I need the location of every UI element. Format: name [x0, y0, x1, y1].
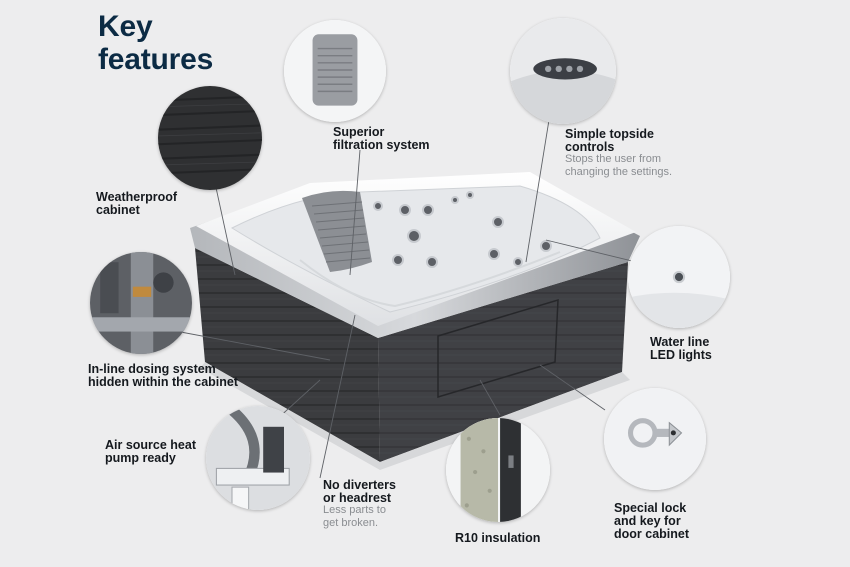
cabinet-texture-photo-icon — [158, 86, 262, 190]
feature-label-insulation: R10 insulation — [455, 531, 541, 545]
dosing-system-photo-icon — [90, 252, 192, 354]
lock-key-photo-icon — [604, 388, 706, 490]
feature-label-diverters: No diverters or headrest — [323, 478, 396, 505]
page-title-line-2: features — [98, 43, 214, 76]
feature-label-cabinet: Weatherproof cabinet — [96, 190, 178, 217]
feature-label-lock: Special lock and key for door cabinet — [614, 501, 690, 541]
insulation-photo-icon — [446, 418, 550, 522]
cabinet-access-door — [437, 298, 559, 399]
led-light-photo-icon — [628, 226, 730, 328]
heat-pump-photo-icon — [206, 406, 310, 510]
cabinet-left-side — [195, 248, 380, 462]
feature-desc-controls: Stops the user from changing the setting… — [565, 153, 673, 178]
feature-desc-diverters: Less parts to get broken. — [323, 504, 386, 529]
feature-label-lights: Water line LED lights — [650, 335, 712, 362]
cabinet-front-side — [378, 262, 628, 462]
page-title: Key features — [98, 10, 298, 76]
filter-photo-icon — [284, 20, 386, 122]
feature-label-dosing: In-line dosing system hidden within the … — [88, 362, 238, 389]
page-title-line-1: Key — [98, 10, 153, 43]
feature-label-controls: Simple topside controls — [565, 127, 654, 154]
control-panel-photo-icon — [510, 18, 616, 124]
feature-label-filtration: Superior filtration system — [333, 125, 430, 152]
feature-label-heatpump: Air source heat pump ready — [105, 438, 197, 465]
